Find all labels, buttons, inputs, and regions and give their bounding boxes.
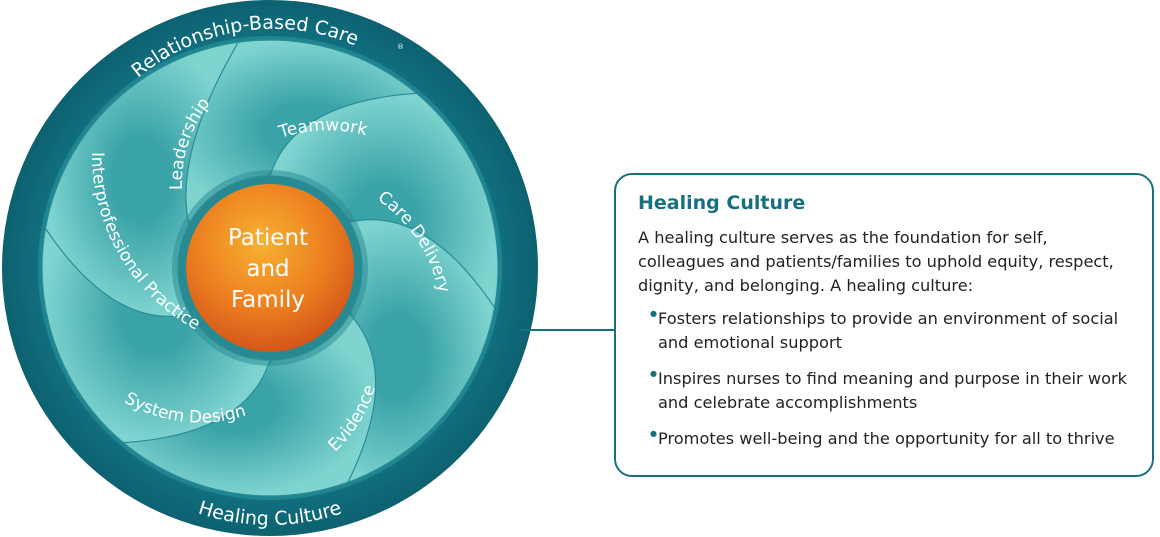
bullet-text: Fosters relationships to provide an envi… xyxy=(658,309,1119,352)
registered-mark: ® xyxy=(397,43,404,51)
card-title: Healing Culture xyxy=(638,192,806,214)
connector-line xyxy=(520,329,616,331)
dot-icon: ● xyxy=(650,309,657,318)
card-intro: A healing culture serves as the foundati… xyxy=(638,228,1114,295)
center-line-1: Patient xyxy=(228,225,308,251)
bullet-item: ●Inspires nurses to find meaning and pur… xyxy=(650,367,1130,415)
bullet-item: ●Promotes well-being and the opportunity… xyxy=(650,427,1130,451)
bullet-text: Promotes well-being and the opportunity … xyxy=(658,429,1115,448)
healing-culture-card: Healing Culture A healing culture serves… xyxy=(614,173,1154,477)
dot-icon: ● xyxy=(650,369,657,378)
card-bullet-list: ●Fosters relationships to provide an env… xyxy=(638,307,1130,451)
relationship-based-care-diagram: Patient and Family Relationship-Based Ca… xyxy=(2,0,538,536)
center-line-3: Family xyxy=(231,287,305,313)
dot-icon: ● xyxy=(650,429,657,438)
center-circle: Patient and Family xyxy=(186,184,354,352)
bullet-text: Inspires nurses to find meaning and purp… xyxy=(658,369,1128,412)
center-line-2: and xyxy=(246,256,289,282)
bullet-item: ●Fosters relationships to provide an env… xyxy=(650,307,1130,355)
